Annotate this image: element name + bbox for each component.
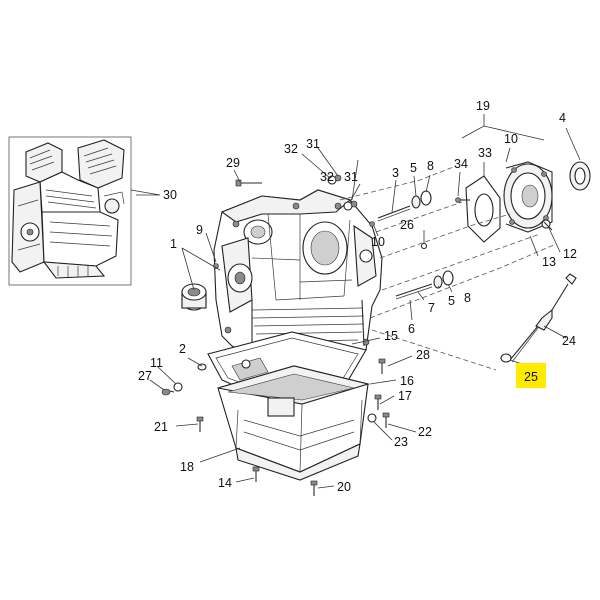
callout-16: 16 <box>400 374 414 388</box>
callout-10-center: 10 <box>371 235 385 249</box>
callout-29: 29 <box>226 156 240 170</box>
callout-8-upper: 8 <box>427 159 434 173</box>
oil-sump-housing <box>217 365 371 481</box>
bearing-bush <box>181 283 207 311</box>
callout-5-upper: 5 <box>410 161 417 175</box>
callout-20: 20 <box>337 480 351 494</box>
callout-30: 30 <box>163 188 177 202</box>
crankcase-assembly <box>213 189 383 373</box>
callout-33: 33 <box>478 146 492 160</box>
callout-11: 11 <box>150 356 163 370</box>
callout-24: 24 <box>562 334 576 348</box>
callout-19: 19 <box>476 99 490 113</box>
callout-15: 15 <box>384 329 398 343</box>
callout-9: 9 <box>196 223 203 237</box>
small-parts <box>161 174 454 496</box>
callout-1: 1 <box>170 237 177 251</box>
callout-14: 14 <box>218 476 232 490</box>
callout-31-lower: 31 <box>344 170 358 184</box>
callout-34: 34 <box>454 157 468 171</box>
callout-17: 17 <box>398 389 412 403</box>
engine-illustration <box>11 139 125 279</box>
callout-labels: 1 2 3 4 5 5 6 7 8 8 9 10 10 11 12 13 14 … <box>138 99 577 494</box>
callout-8-lower: 8 <box>464 291 471 305</box>
callout-5-lower: 5 <box>448 294 455 308</box>
callout-22: 22 <box>418 425 432 439</box>
timing-cover-group <box>455 161 591 243</box>
callout-21: 21 <box>154 420 168 434</box>
leader-lines <box>130 114 581 489</box>
callout-26: 26 <box>400 218 414 232</box>
callout-23: 23 <box>394 435 408 449</box>
callout-32-upper: 32 <box>284 142 298 156</box>
callout-4: 4 <box>559 111 566 125</box>
callout-2: 2 <box>179 342 186 356</box>
callout-13: 13 <box>542 255 556 269</box>
oil-dipstick <box>500 273 577 363</box>
callout-18: 18 <box>180 460 194 474</box>
callout-31-upper: 31 <box>306 137 320 151</box>
callout-27: 27 <box>138 369 152 383</box>
callout-7: 7 <box>428 301 435 315</box>
callout-28: 28 <box>416 348 430 362</box>
callout-10-right: 10 <box>504 132 518 146</box>
callout-6: 6 <box>408 322 415 336</box>
highlight-box <box>516 363 546 388</box>
engine-inset <box>8 136 132 286</box>
alignment-lines <box>339 165 557 371</box>
callout-3: 3 <box>392 166 399 180</box>
callout-12: 12 <box>563 247 577 261</box>
callout-32-lower: 32 <box>320 170 334 184</box>
callout-25: 25 <box>524 370 538 384</box>
